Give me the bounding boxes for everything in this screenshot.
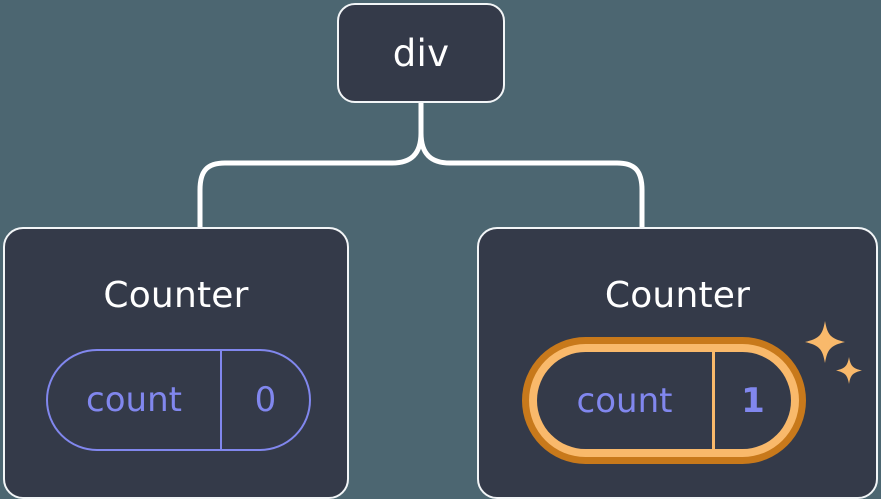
counter-left-title: Counter [103, 275, 249, 316]
sparkle-icon [805, 321, 845, 363]
node-div-label: div [392, 31, 450, 75]
state-key-label: count [537, 352, 715, 449]
state-key-label: count [48, 351, 222, 449]
state-pill-count-right[interactable]: count 1 [522, 337, 806, 464]
state-value-label: 1 [741, 380, 765, 421]
state-pill-inner-ring: count 1 [529, 344, 799, 457]
node-div[interactable]: div [337, 3, 505, 103]
connector-split-left [225, 132, 424, 166]
state-pill-count-left[interactable]: count 0 [46, 349, 311, 451]
node-counter-left[interactable]: Counter count 0 [3, 227, 349, 499]
sparkle-group [805, 321, 862, 384]
sparkle-icon [836, 357, 862, 384]
state-pill-core: count 1 [537, 352, 791, 449]
connector-branch-left [197, 160, 226, 229]
connector-split-right [418, 132, 617, 166]
counter-right-title: Counter [604, 275, 751, 316]
connector-branch-right [616, 160, 645, 229]
state-value-label: 0 [254, 380, 277, 420]
node-counter-right[interactable]: Counter count 1 [477, 227, 878, 499]
